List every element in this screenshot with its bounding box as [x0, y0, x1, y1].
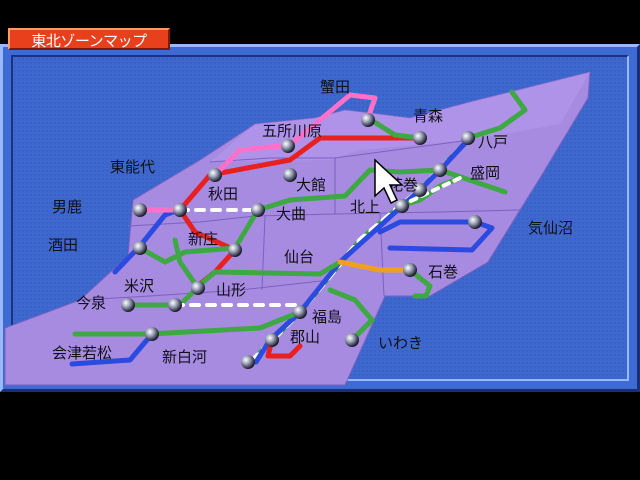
- blue-line-aizu: [69, 331, 155, 367]
- green-line-iwaki: [327, 287, 375, 343]
- station-dots: [121, 113, 482, 369]
- station-label: 新庄: [188, 230, 218, 248]
- station-label: 秋田: [208, 185, 238, 203]
- station-dot[interactable]: [121, 298, 135, 312]
- station-label: 会津若松: [52, 344, 112, 362]
- green-line-ou2: [137, 207, 261, 265]
- station-dot[interactable]: [133, 203, 147, 217]
- zone-title: 東北ゾーンマップ: [8, 28, 170, 50]
- station-dot[interactable]: [208, 168, 222, 182]
- station-dot[interactable]: [191, 281, 205, 295]
- station-label: 青森: [413, 107, 443, 125]
- station-dot[interactable]: [168, 298, 182, 312]
- station-dot[interactable]: [468, 215, 482, 229]
- rail-lines: [69, 89, 528, 368]
- station-dot[interactable]: [403, 263, 417, 277]
- station-dot[interactable]: [173, 203, 187, 217]
- station-dot[interactable]: [293, 305, 307, 319]
- blue-line-kesennuma: [377, 219, 495, 253]
- green-line-north: [365, 115, 423, 141]
- station-label: 今泉: [76, 294, 106, 312]
- station-dot[interactable]: [228, 243, 242, 257]
- station-dot[interactable]: [395, 199, 409, 213]
- station-label: 五所川原: [262, 122, 322, 140]
- green-line-ishinomaki: [407, 267, 433, 299]
- station-label: 山形: [216, 281, 246, 299]
- tohoku-main-line: [253, 137, 471, 365]
- station-dot[interactable]: [251, 203, 265, 217]
- station-label: 新白河: [162, 348, 207, 366]
- station-label: 男鹿: [52, 198, 82, 216]
- station-label: いわき: [378, 334, 423, 352]
- station-label: 東能代: [110, 158, 155, 176]
- station-label: 気仙沼: [528, 219, 573, 237]
- pointer-cursor: [374, 158, 404, 205]
- station-label: 郡山: [290, 328, 320, 346]
- station-label: 大曲: [276, 205, 306, 223]
- station-label: 八戸: [478, 133, 508, 151]
- green-line-banetsu: [72, 309, 303, 337]
- station-label: 米沢: [124, 277, 154, 295]
- station-label: 福島: [312, 308, 342, 326]
- green-line-senzan: [172, 237, 201, 291]
- station-label: 石巻: [428, 263, 458, 281]
- station-dot[interactable]: [281, 139, 295, 153]
- red-line-koriyama: [265, 337, 303, 359]
- station-label: 蟹田: [320, 78, 350, 96]
- station-dot[interactable]: [145, 327, 159, 341]
- station-dot[interactable]: [345, 333, 359, 347]
- pink-line: [212, 92, 378, 178]
- station-dot[interactable]: [361, 113, 375, 127]
- station-dot[interactable]: [413, 183, 427, 197]
- station-dot[interactable]: [265, 333, 279, 347]
- station-labels: 蟹田 青森 五所川原 八戸 東能代 盛岡 大館 男鹿 秋田 大曲 北上 気仙沼 …: [48, 78, 573, 366]
- station-label: 盛岡: [470, 164, 500, 182]
- station-dot[interactable]: [283, 168, 297, 182]
- station-dot[interactable]: [241, 355, 255, 369]
- green-line-hachinohe: [465, 89, 528, 141]
- station-dot[interactable]: [133, 241, 147, 255]
- station-label: 仙台: [284, 248, 314, 266]
- white-dash-north: [398, 176, 462, 208]
- station-label: 酒田: [48, 236, 78, 254]
- station-dot[interactable]: [461, 131, 475, 145]
- station-dot[interactable]: [413, 131, 427, 145]
- station-label: 北上: [350, 198, 380, 216]
- station-label: 大館: [296, 176, 326, 194]
- senseki-line: [337, 259, 413, 273]
- station-dot[interactable]: [433, 163, 447, 177]
